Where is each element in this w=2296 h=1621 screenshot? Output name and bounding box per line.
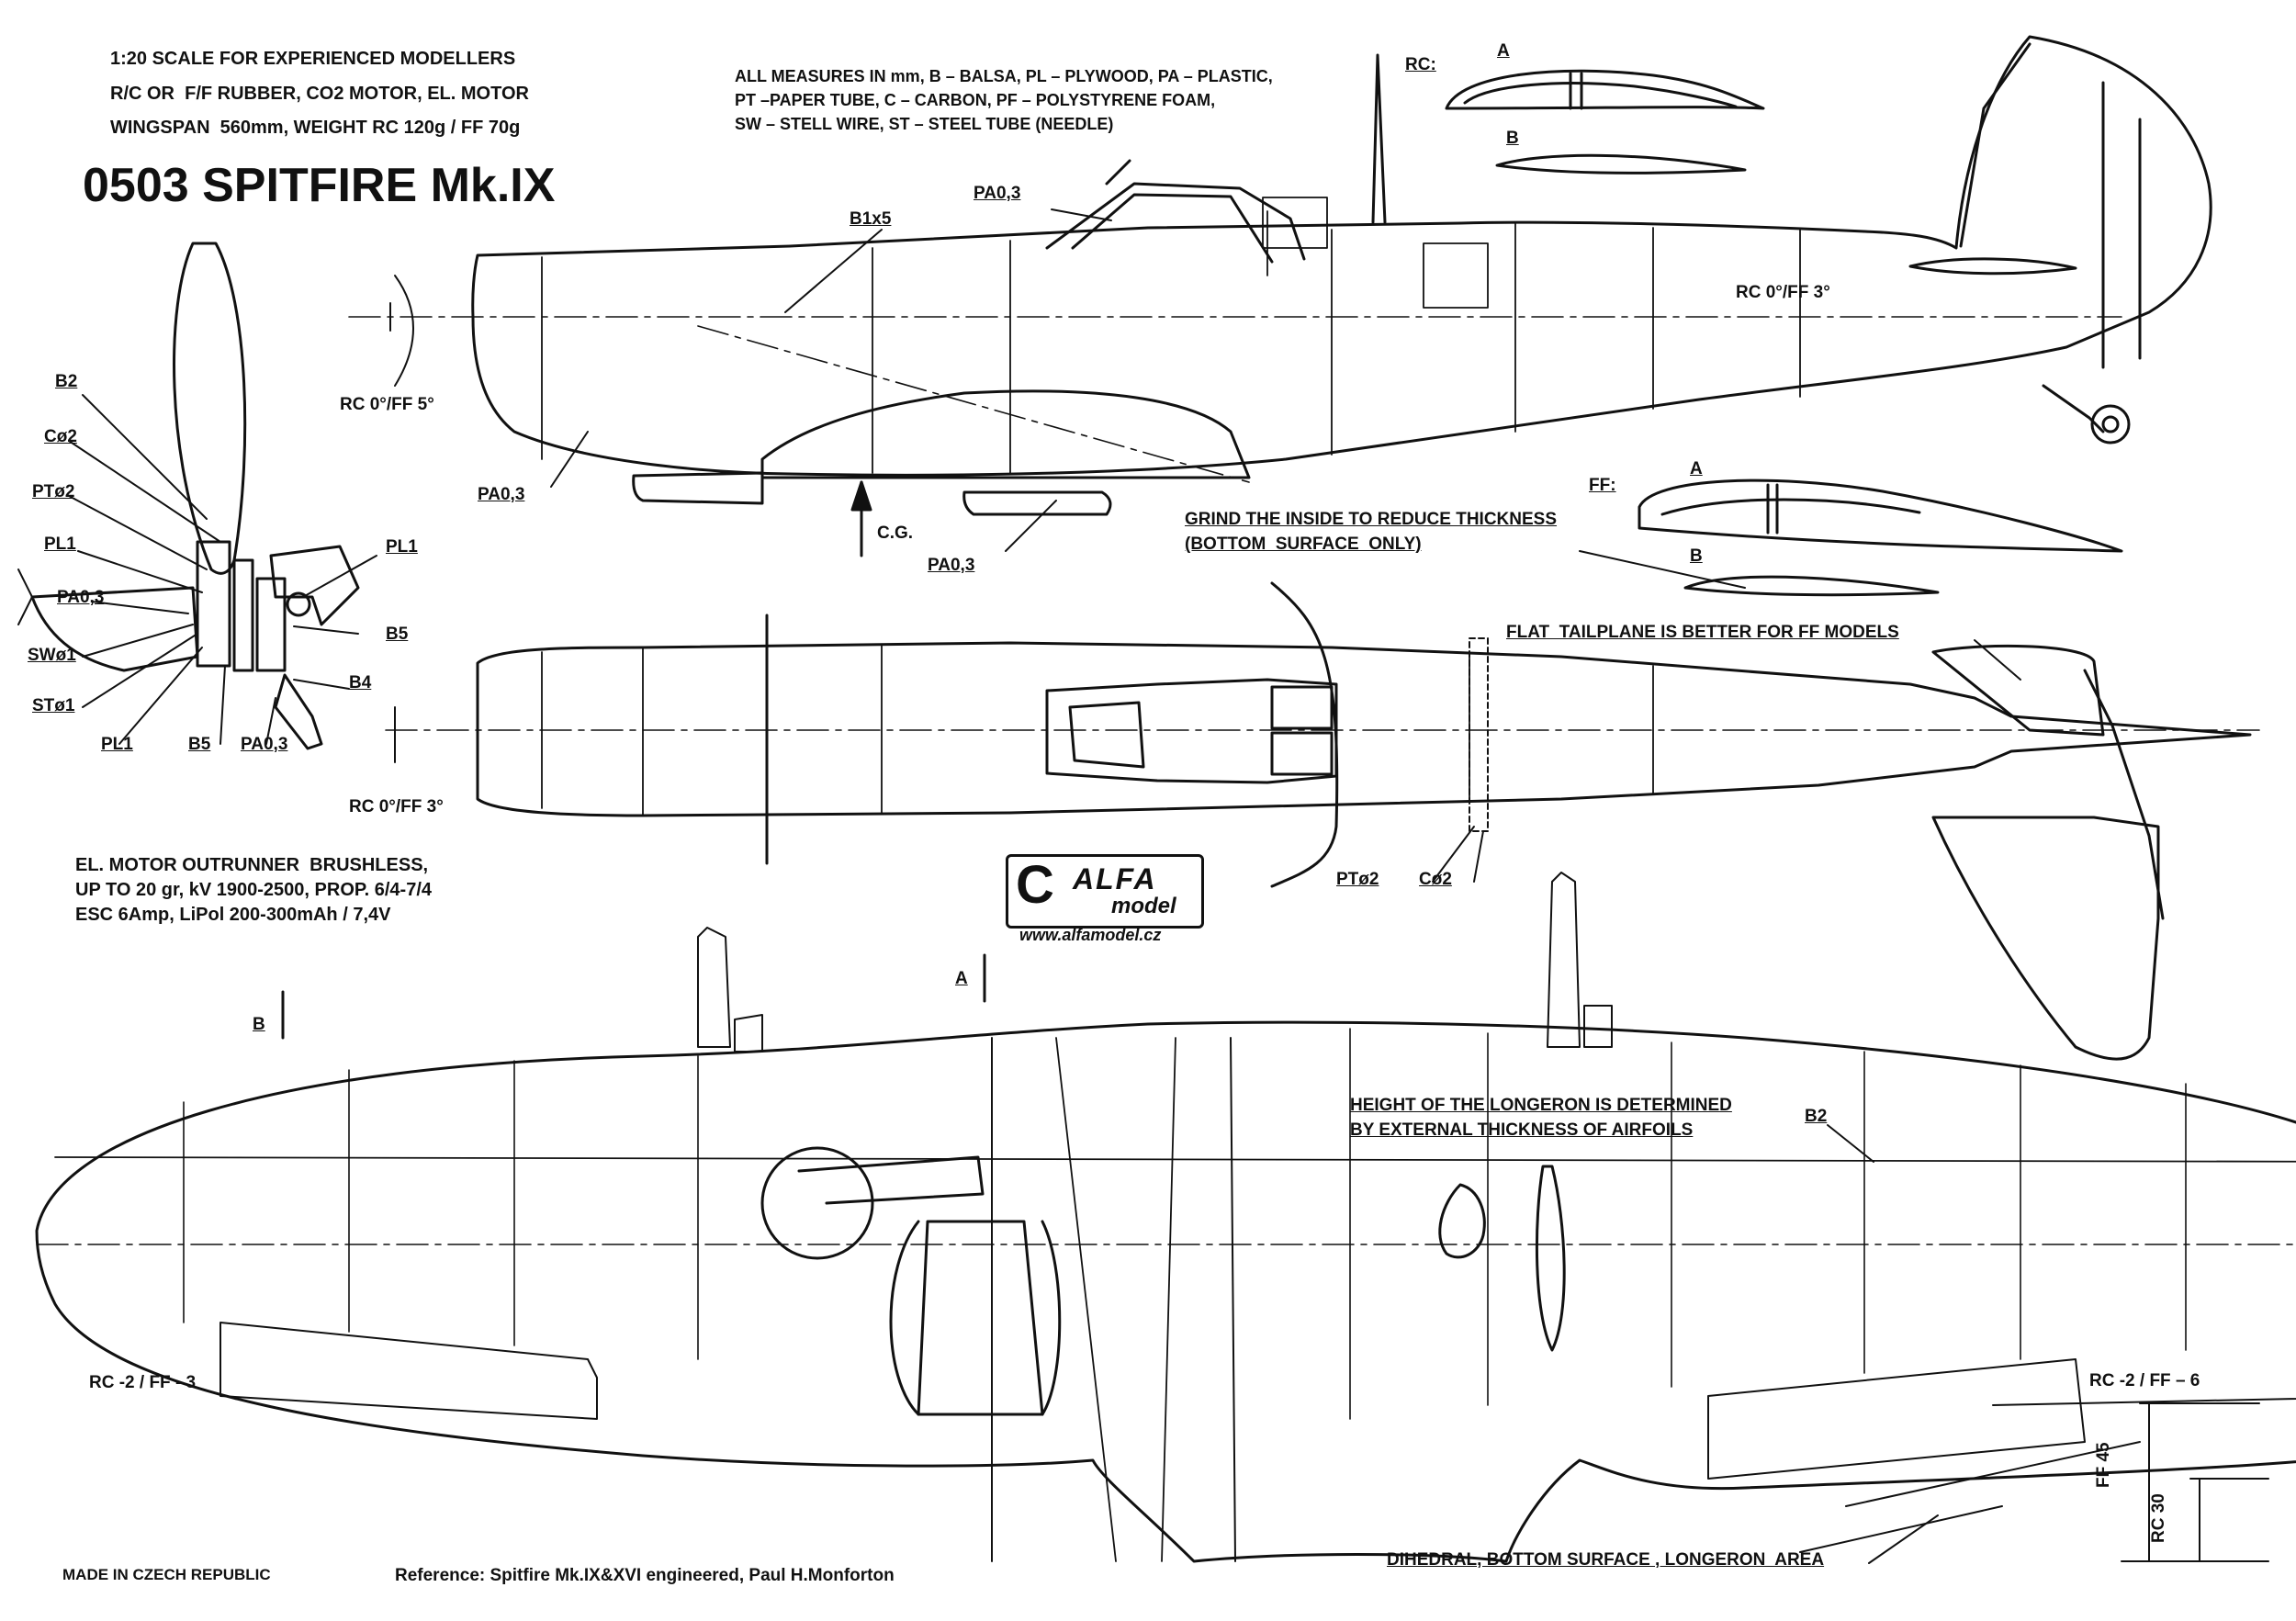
label-rc-ff5: RC 0°/FF 5° xyxy=(340,395,434,414)
dim-rc30: RC 30 xyxy=(2149,1493,2168,1543)
nose-detail xyxy=(17,242,360,750)
label-c2-top: Cø2 xyxy=(1419,870,1452,889)
nose-label-pl1-top: PL1 xyxy=(44,535,76,554)
wing-dihedral-right: RC -2 / FF – 6 xyxy=(2089,1371,2200,1390)
header-power: R/C OR F/F RUBBER, CO2 MOTOR, EL. MOTOR xyxy=(110,84,529,104)
label-pa03-radiator: PA0,3 xyxy=(478,485,525,504)
label-rc-ff3-top: RC 0°/FF 3° xyxy=(349,797,444,816)
grind-note-2: (BOTTOM SURFACE ONLY) xyxy=(1185,535,1422,554)
nose-label-b2: B2 xyxy=(55,372,78,391)
nose-label-c2: Cø2 xyxy=(44,427,77,446)
label-pa03-belly: PA0,3 xyxy=(928,556,975,575)
wing-section-b: B xyxy=(253,1015,265,1034)
label-rc-ff3-tail: RC 0°/FF 3° xyxy=(1736,283,1830,302)
alfa-logo-brand: ALFA xyxy=(1073,862,1157,895)
airfoil-rc-b: B xyxy=(1506,129,1519,148)
label-b1x5: B1x5 xyxy=(850,209,892,229)
made-in: MADE IN CZECH REPUBLIC xyxy=(62,1566,271,1583)
page-title: 0503 SPITFIRE Mk.IX xyxy=(83,159,556,212)
alfa-logo-swoosh-icon: C xyxy=(1016,855,1054,915)
nose-label-b5-bottom: B5 xyxy=(188,735,211,754)
dim-ff45: FF 45 xyxy=(2094,1442,2113,1488)
header-scale: 1:20 SCALE FOR EXPERIENCED MODELLERS xyxy=(110,49,516,69)
wing-planform xyxy=(35,872,2296,1563)
nose-label-pa03-bottom: PA0,3 xyxy=(241,735,288,754)
label-pt2-top: PTø2 xyxy=(1336,870,1379,889)
alfa-logo: C ALFA model xyxy=(1006,854,1204,929)
airfoil-sections xyxy=(1445,69,2123,597)
side-view-fuselage xyxy=(471,35,2212,516)
motor-spec-1: EL. MOTOR OUTRUNNER BRUSHLESS, xyxy=(75,855,429,875)
wing-section-a: A xyxy=(955,969,968,988)
nose-label-pa03: PA0,3 xyxy=(57,588,105,607)
airfoil-rc-label: RC: xyxy=(1405,55,1436,74)
airfoil-rc-a: A xyxy=(1497,41,1510,61)
top-view-fuselage xyxy=(476,581,2252,1061)
label-pa03-canopy: PA0,3 xyxy=(974,184,1021,203)
alfa-url: www.alfamodel.cz xyxy=(1019,926,1162,944)
alfa-logo-sub: model xyxy=(1111,894,1176,918)
longeron-note-2: BY EXTERNAL THICKNESS OF AIRFOILS xyxy=(1350,1120,1694,1140)
motor-spec-3: ESC 6Amp, LiPol 200-300mAh / 7,4V xyxy=(75,905,391,925)
legend-line-3: SW – STELL WIRE, ST – STEEL TUBE (NEEDLE… xyxy=(735,115,1114,133)
wing-dihedral-left: RC -2 / FF - 3 xyxy=(89,1373,197,1392)
label-cg: C.G. xyxy=(877,523,914,543)
flat-tailplane-note: FLAT TAILPLANE IS BETTER FOR FF MODELS xyxy=(1506,623,1899,642)
motor-spec-2: UP TO 20 gr, kV 1900-2500, PROP. 6/4-7/4 xyxy=(75,880,433,900)
airfoil-ff-b: B xyxy=(1690,546,1703,566)
dihedral-note: DIHEDRAL, BOTTOM SURFACE , LONGERON AREA xyxy=(1387,1550,1825,1570)
reference: Reference: Spitfire Mk.IX&XVI engineered… xyxy=(395,1566,895,1585)
header-wingspan: WINGSPAN 560mm, WEIGHT RC 120g / FF 70g xyxy=(110,118,521,138)
nose-label-pl1-bottom: PL1 xyxy=(101,735,133,754)
nose-label-sw1: SWø1 xyxy=(28,646,76,665)
airfoil-ff-label: FF: xyxy=(1589,476,1616,495)
nose-label-st1: STø1 xyxy=(32,696,75,715)
grind-note-1: GRIND THE INSIDE TO REDUCE THICKNESS xyxy=(1185,510,1558,529)
nose-label-pl1-right: PL1 xyxy=(386,537,418,557)
nose-label-b5-right: B5 xyxy=(386,625,409,644)
longeron-note-1: HEIGHT OF THE LONGERON IS DETERMINED xyxy=(1350,1096,1732,1115)
nose-label-b4: B4 xyxy=(349,673,372,692)
wing-label-b2: B2 xyxy=(1805,1107,1828,1126)
legend-line-1: ALL MEASURES IN mm, B – BALSA, PL – PLYW… xyxy=(735,67,1273,85)
legend-line-2: PT –PAPER TUBE, C – CARBON, PF – POLYSTY… xyxy=(735,91,1216,109)
nose-label-pt2: PTø2 xyxy=(32,482,75,501)
airfoil-ff-a: A xyxy=(1690,459,1703,478)
